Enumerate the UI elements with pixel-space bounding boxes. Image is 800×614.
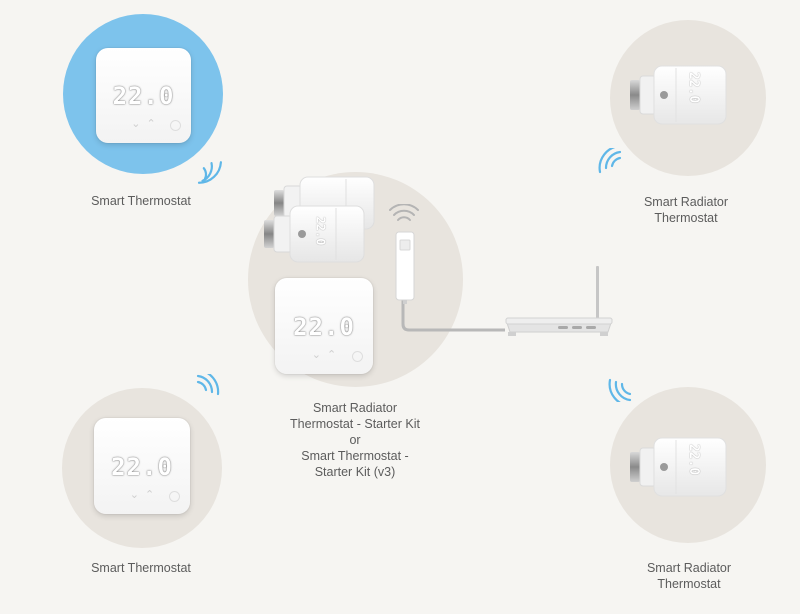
wifi-signal-icon — [388, 204, 420, 226]
temperature-display: 22.0 — [686, 443, 702, 476]
wifi-signal-icon — [590, 148, 624, 182]
router-icon — [500, 266, 616, 342]
radiator-valve-icon: 22.0 — [628, 64, 730, 126]
menu-dot-icon — [352, 351, 363, 362]
bridge-icon — [394, 230, 416, 304]
thermostat-device: 22.0 ⌄ ⌃ — [96, 48, 191, 143]
thermostat-device: 22.0 ⌄ ⌃ — [275, 278, 373, 374]
device-label: Smart Thermostat — [91, 194, 191, 208]
device-label: Smart Radiator Thermostat — [643, 195, 729, 225]
temperature-display: 22.0 — [686, 71, 702, 104]
device-label: Smart Thermostat — [91, 561, 191, 575]
arrow-controls-icon: ⌄ ⌃ — [311, 348, 337, 361]
radiator-valve-icon: 22.0 — [262, 204, 366, 264]
arrow-controls-icon: ⌄ ⌃ — [129, 488, 155, 501]
thermostat-device: 22.0 ⌄ ⌃ — [94, 418, 190, 514]
wifi-signal-icon — [197, 150, 231, 184]
device-label: Smart Radiator Thermostat — [646, 561, 732, 591]
temperature-display: 22.0 — [112, 82, 175, 111]
temperature-display: 22.0 — [111, 452, 173, 481]
wifi-signal-icon — [600, 368, 634, 402]
wifi-signal-icon — [194, 374, 228, 408]
arrow-controls-icon: ⌄ ⌃ — [131, 117, 156, 130]
temperature-display: 22.0 — [293, 312, 355, 341]
menu-dot-icon — [170, 120, 181, 131]
starter-kit-label: Smart Radiator Thermostat - Starter Kit … — [290, 401, 420, 479]
menu-dot-icon — [169, 491, 180, 502]
temperature-display: 22.0 — [313, 216, 328, 246]
radiator-valve-icon: 22.0 — [628, 436, 730, 498]
